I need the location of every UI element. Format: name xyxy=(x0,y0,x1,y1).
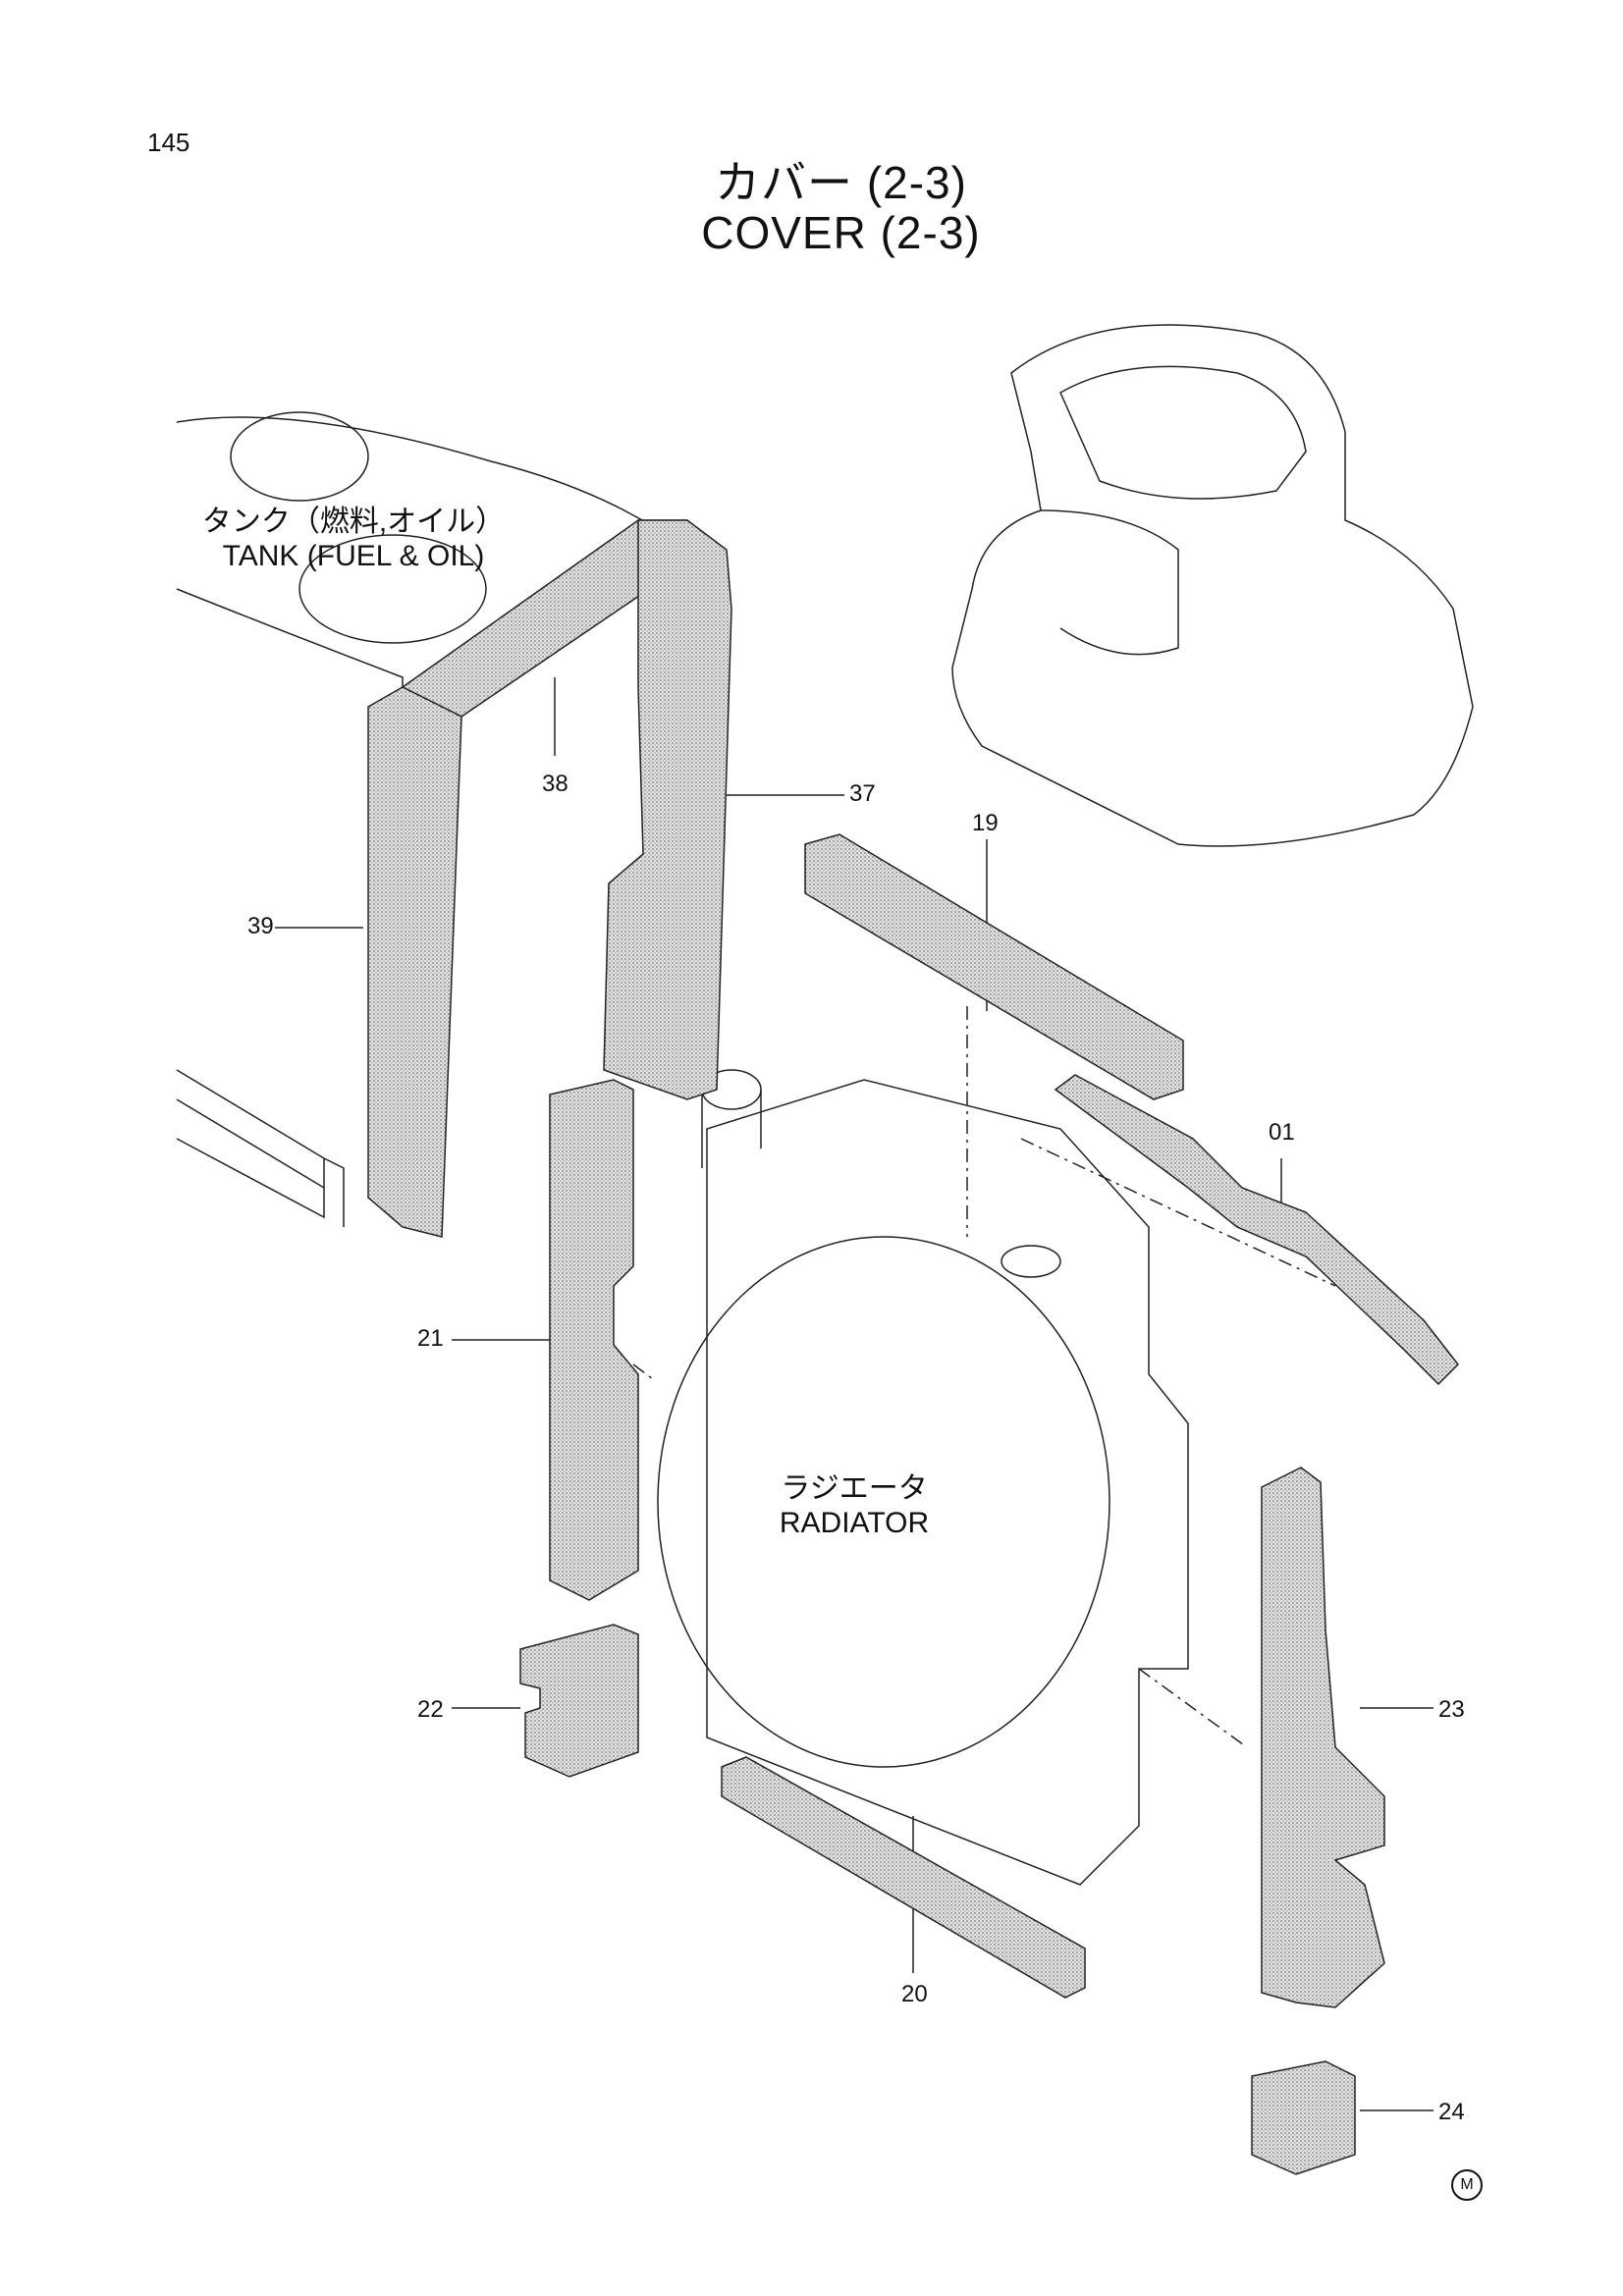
part-number-20: 20 xyxy=(901,1981,928,2007)
part-number-39: 39 xyxy=(247,913,274,939)
radiator-label-en: RADIATOR xyxy=(779,1507,930,1539)
page-title-jp: カバー (2-3) xyxy=(715,157,967,208)
part-21 xyxy=(549,1079,639,1601)
part-number-24: 24 xyxy=(1438,2099,1465,2125)
part-23 xyxy=(1261,1467,1385,2008)
part-37 xyxy=(603,519,732,1100)
radiator-label-jp: ラジエータ xyxy=(781,1472,928,1505)
part-39 xyxy=(367,686,462,1238)
page-title-en: COVER (2-3) xyxy=(701,207,981,258)
part-number-01: 01 xyxy=(1269,1119,1295,1146)
part-20 xyxy=(721,1756,1086,1999)
tank-label-en: TANK (FUEL & OIL) xyxy=(222,540,485,572)
part-number-22: 22 xyxy=(417,1696,444,1723)
part-number-37: 37 xyxy=(849,780,876,807)
part-19 xyxy=(804,833,1184,1100)
tank-outline xyxy=(176,416,708,1227)
m-mark-symbol: M xyxy=(1451,2169,1483,2201)
part-01 xyxy=(1054,1074,1459,1386)
excavator-thumbnail xyxy=(951,324,1474,847)
radiator-outline xyxy=(706,1079,1189,1886)
tank-cap xyxy=(230,411,369,502)
part-number-19: 19 xyxy=(972,810,999,836)
part-22 xyxy=(519,1624,639,1778)
page-number: 145 xyxy=(147,128,190,157)
part-number-23: 23 xyxy=(1438,1696,1465,1723)
part-number-21: 21 xyxy=(417,1325,444,1352)
tank-label-jp: タンク（燃料,オイル） xyxy=(201,506,506,538)
part-24 xyxy=(1251,2060,1356,2175)
part-number-38: 38 xyxy=(542,771,568,797)
